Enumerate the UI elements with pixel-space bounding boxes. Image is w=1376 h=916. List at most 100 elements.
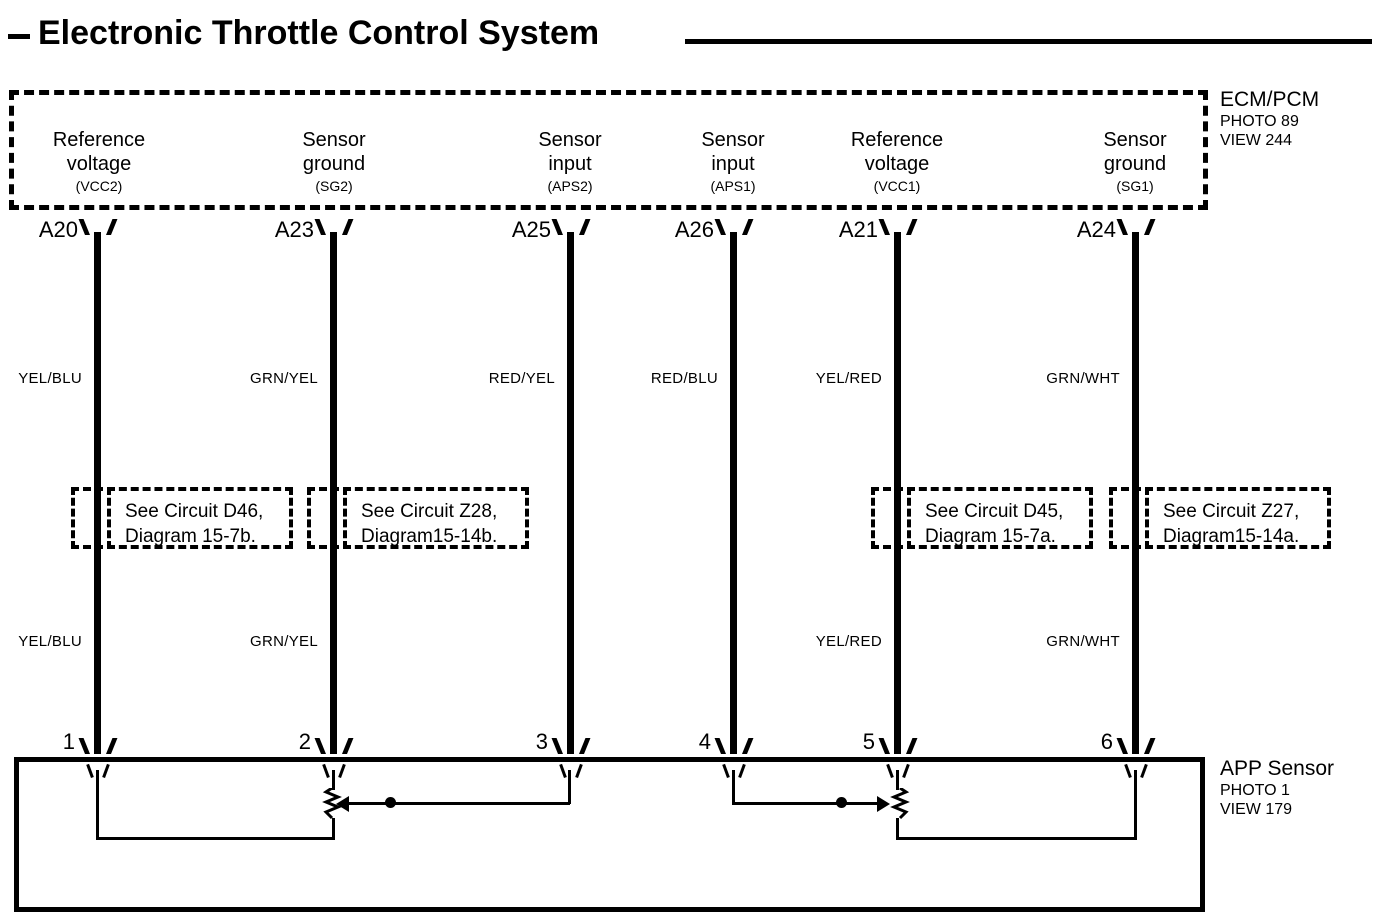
wire-sg1 <box>1132 232 1139 754</box>
potentiometer-2-wiper-arrow <box>336 796 349 812</box>
wire-color-lower-2: GRN/YEL <box>250 633 318 650</box>
app-internal-wire-pin3-rise <box>568 770 571 804</box>
ecm-caption-photo: PHOTO 89 <box>1220 113 1299 130</box>
app-pin-6: 6 <box>1100 729 1113 754</box>
page-title-bar: Electronic Throttle Control System <box>0 8 1376 58</box>
ecm-port-abbr: (VCC2) <box>75 178 123 194</box>
app-internal-wire-wiper1-run <box>732 802 880 805</box>
app-internal-wire-pin2-lower-lead <box>332 818 335 840</box>
wire-color-upper-6: GRN/WHT <box>1046 370 1120 387</box>
ecm-port-line1: Sensor <box>302 129 366 151</box>
app-internal-wire-pin5-lower-lead <box>896 818 899 840</box>
junction-dot-right <box>836 797 847 808</box>
app-internal-wire-pin6-rise <box>1134 770 1137 840</box>
ecm-port-vcc2: Reference voltage (VCC2) <box>9 128 189 195</box>
wire-color-lower-6: GRN/WHT <box>1046 633 1120 650</box>
see-circuit-box-d46[interactable]: See Circuit D46, Diagram 15-7b. <box>107 487 293 549</box>
app-internal-wire-pin4-drop <box>732 770 735 804</box>
app-caption-title: APP Sensor <box>1220 757 1335 780</box>
wire-color-upper-2: GRN/YEL <box>250 370 318 387</box>
potentiometer-2-resistor-icon <box>322 788 342 820</box>
ecm-pin-a23: A23 <box>274 217 314 242</box>
app-pin-5: 5 <box>862 729 875 754</box>
see-circuit-bracket-4 <box>1109 487 1141 549</box>
see-circuit-bracket-1 <box>71 487 103 549</box>
wire-sg2 <box>330 232 337 754</box>
ecm-port-line2: ground <box>1103 153 1167 175</box>
ecm-port-line2: voltage <box>864 153 930 175</box>
ecm-port-aps1: Sensor input (APS1) <box>643 128 823 195</box>
see-circuit-line2: Diagram15-14b. <box>361 526 498 547</box>
ecm-pin-a26: A26 <box>674 217 714 242</box>
ecm-pin-a25: A25 <box>511 217 551 242</box>
potentiometer-1-wiper-arrow <box>877 796 890 812</box>
ecm-port-line2: input <box>548 153 592 175</box>
ecm-pin-a21: A21 <box>838 217 878 242</box>
wire-color-lower-1: YEL/BLU <box>18 633 82 650</box>
app-terminal-fork-6 <box>1123 738 1149 758</box>
ecm-port-line2: input <box>711 153 755 175</box>
app-terminal-fork-1 <box>85 738 111 758</box>
ecm-pcm-caption: ECM/PCM PHOTO 89 VIEW 244 <box>1220 88 1319 150</box>
see-circuit-box-z28[interactable]: See Circuit Z28, Diagram15-14b. <box>343 487 529 549</box>
ecm-port-abbr: (APS2) <box>547 178 593 194</box>
ecm-port-line1: Sensor <box>1103 129 1167 151</box>
see-circuit-line1: See Circuit D46, <box>125 501 264 522</box>
see-circuit-bracket-2 <box>307 487 339 549</box>
ecm-port-line1: Reference <box>52 129 146 151</box>
ecm-port-abbr: (SG1) <box>1116 178 1154 194</box>
see-circuit-line1: See Circuit D45, <box>925 501 1064 522</box>
app-arrow-3 <box>562 762 580 778</box>
title-leading-dash <box>8 34 30 39</box>
app-internal-wire-pin2-lead <box>332 770 335 790</box>
wire-color-upper-1: YEL/BLU <box>18 370 82 387</box>
app-internal-wire-pot1-bottom-rail <box>896 837 1136 840</box>
see-circuit-bracket-3 <box>871 487 903 549</box>
ecm-pin-a24: A24 <box>1076 217 1116 242</box>
see-circuit-line2: Diagram15-14a. <box>1163 526 1300 547</box>
wire-vcc2 <box>94 232 101 754</box>
app-pin-4: 4 <box>698 729 711 754</box>
app-internal-wire-wiper2-run <box>348 802 570 805</box>
see-circuit-box-z27[interactable]: See Circuit Z27, Diagram15-14a. <box>1145 487 1331 549</box>
see-circuit-box-d45[interactable]: See Circuit D45, Diagram 15-7a. <box>907 487 1093 549</box>
potentiometer-1-resistor-icon <box>890 788 910 820</box>
wire-color-lower-5: YEL/RED <box>815 633 882 650</box>
wire-aps1 <box>730 232 737 754</box>
wire-vcc1 <box>894 232 901 754</box>
page-title: Electronic Throttle Control System <box>38 14 600 52</box>
title-rule <box>685 39 1372 44</box>
app-terminal-fork-4 <box>721 738 747 758</box>
ecm-pcm-enclosure <box>9 90 1208 210</box>
app-pin-2: 2 <box>298 729 311 754</box>
app-terminal-fork-2 <box>321 738 347 758</box>
ecm-port-abbr: (SG2) <box>315 178 353 194</box>
app-pin-3: 3 <box>535 729 548 754</box>
ecm-pin-a20: A20 <box>38 217 78 242</box>
ecm-port-vcc1: Reference voltage (VCC1) <box>807 128 987 195</box>
ecm-port-line1: Reference <box>850 129 944 151</box>
app-terminal-fork-5 <box>885 738 911 758</box>
app-internal-wire-pin1-drop <box>96 770 99 840</box>
ecm-port-line2: ground <box>302 153 366 175</box>
see-circuit-line2: Diagram 15-7b. <box>125 526 256 547</box>
ecm-caption-view: VIEW 244 <box>1220 132 1293 149</box>
ecm-port-sg2: Sensor ground (SG2) <box>244 128 424 195</box>
app-terminal-fork-3 <box>558 738 584 758</box>
ecm-port-sg1: Sensor ground (SG1) <box>1045 128 1225 195</box>
wire-color-upper-5: YEL/RED <box>815 370 882 387</box>
see-circuit-line2: Diagram 15-7a. <box>925 526 1056 547</box>
see-circuit-line1: See Circuit Z28, <box>361 501 498 522</box>
ecm-port-aps2: Sensor input (APS2) <box>480 128 660 195</box>
app-caption-photo: PHOTO 1 <box>1220 782 1290 799</box>
ecm-port-line1: Sensor <box>538 129 602 151</box>
app-pin-1: 1 <box>62 729 75 754</box>
app-internal-wire-pot2-bottom-rail <box>96 837 334 840</box>
ecm-port-line1: Sensor <box>701 129 765 151</box>
wire-color-upper-3: RED/YEL <box>488 370 555 387</box>
app-sensor-enclosure <box>14 757 1205 912</box>
ecm-port-abbr: (VCC1) <box>873 178 921 194</box>
ecm-port-abbr: (APS1) <box>710 178 756 194</box>
ecm-port-line2: voltage <box>66 153 132 175</box>
